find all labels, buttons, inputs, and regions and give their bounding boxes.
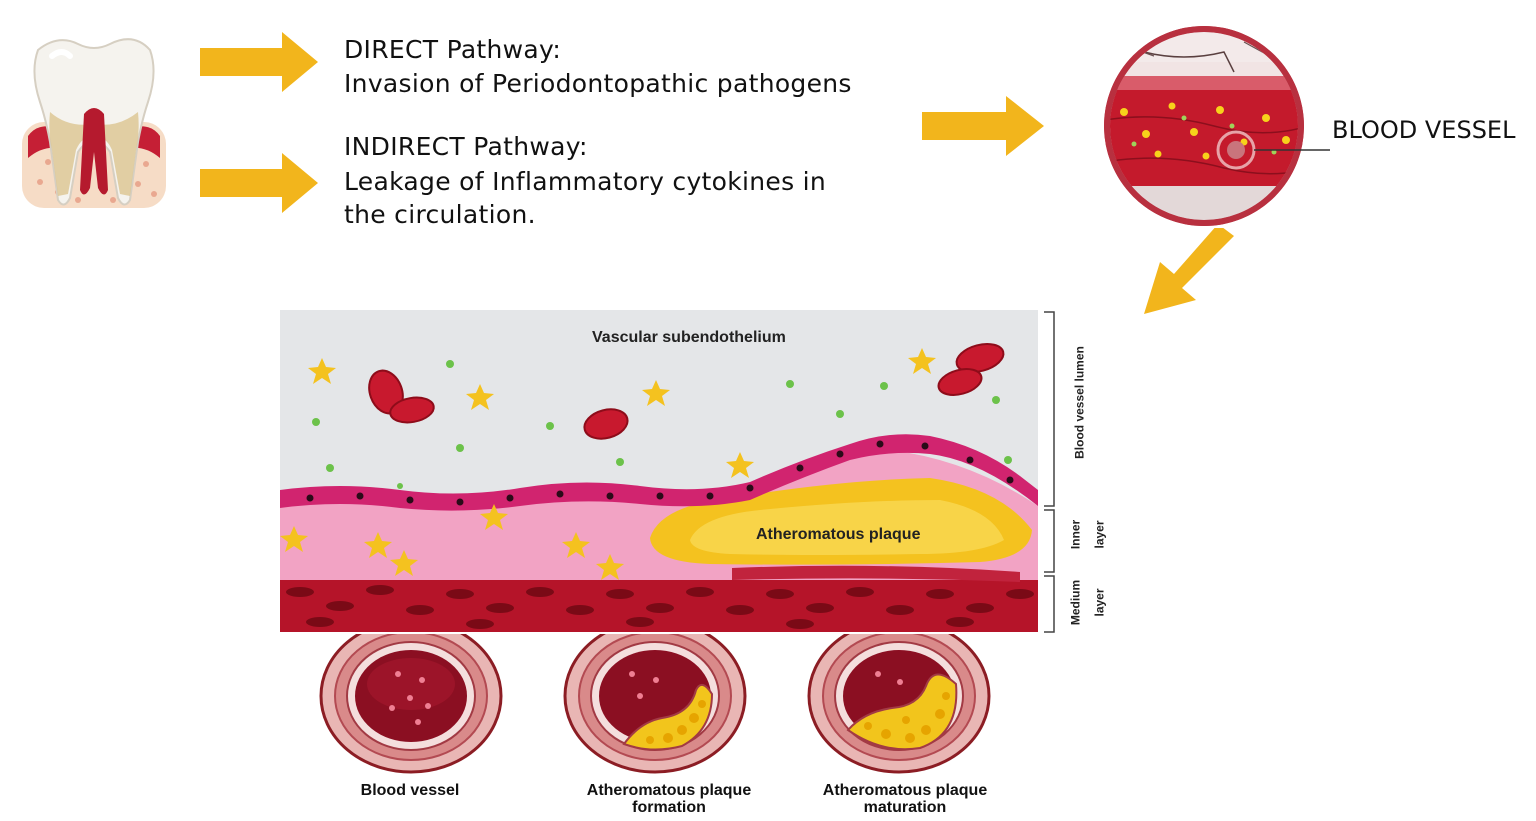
vessel-wall-cross-section bbox=[280, 310, 1038, 632]
blood-vessel-lumen-label: Blood vessel lumen bbox=[1072, 346, 1087, 459]
indirect-pathway-description-line2: the circulation. bbox=[344, 200, 536, 229]
healthy-vessel-cross-section bbox=[319, 634, 503, 774]
layer-brackets bbox=[1044, 311, 1055, 633]
blood-vessel-magnified-icon bbox=[1104, 26, 1330, 226]
medium-layer-label-2: layer bbox=[1092, 588, 1107, 617]
indirect-pathway-title: INDIRECT Pathway: bbox=[344, 132, 588, 161]
blood-vessel-label: BLOOD VESSEL bbox=[1332, 116, 1516, 144]
medium-layer-label-1: Medium bbox=[1068, 579, 1083, 626]
arrow-right-icon bbox=[922, 96, 1044, 156]
stage-caption-3-line1: Atheromatous plaque bbox=[822, 782, 988, 799]
stage-caption-2-line1: Atheromatous plaque bbox=[586, 782, 752, 799]
arrow-right-icon bbox=[200, 32, 318, 92]
inner-layer-label-2: layer bbox=[1092, 520, 1107, 549]
arrow-right-icon bbox=[200, 153, 318, 213]
direct-pathway-title: DIRECT Pathway: bbox=[344, 35, 562, 64]
indirect-pathway-description-line1: Leakage of Inflammatory cytokines in bbox=[344, 167, 827, 196]
inner-layer-label-1: Inner bbox=[1068, 519, 1083, 550]
stage-caption-2: Atheromatous plaque formation bbox=[554, 782, 784, 816]
direct-pathway-description: Invasion of Periodontopathic pathogens bbox=[344, 69, 852, 98]
star-icon bbox=[280, 348, 936, 580]
plaque-maturation-cross-section bbox=[807, 634, 991, 774]
plaque-formation-cross-section bbox=[563, 634, 747, 774]
stage-caption-2-line2: formation bbox=[632, 799, 706, 816]
atheromatous-plaque-label: Atheromatous plaque bbox=[756, 526, 921, 543]
stage-caption-3: Atheromatous plaque maturation bbox=[790, 782, 1020, 816]
vascular-subendothelium-label: Vascular subendothelium bbox=[592, 329, 786, 346]
tooth-icon bbox=[22, 38, 166, 208]
arrow-down-left-icon bbox=[1144, 228, 1234, 314]
stage-caption-1-line1: Blood vessel bbox=[360, 782, 460, 799]
stage-caption-3-line2: maturation bbox=[863, 799, 947, 816]
stage-caption-1: Blood vessel bbox=[300, 782, 520, 799]
red-blood-cell-icon bbox=[368, 342, 1005, 440]
